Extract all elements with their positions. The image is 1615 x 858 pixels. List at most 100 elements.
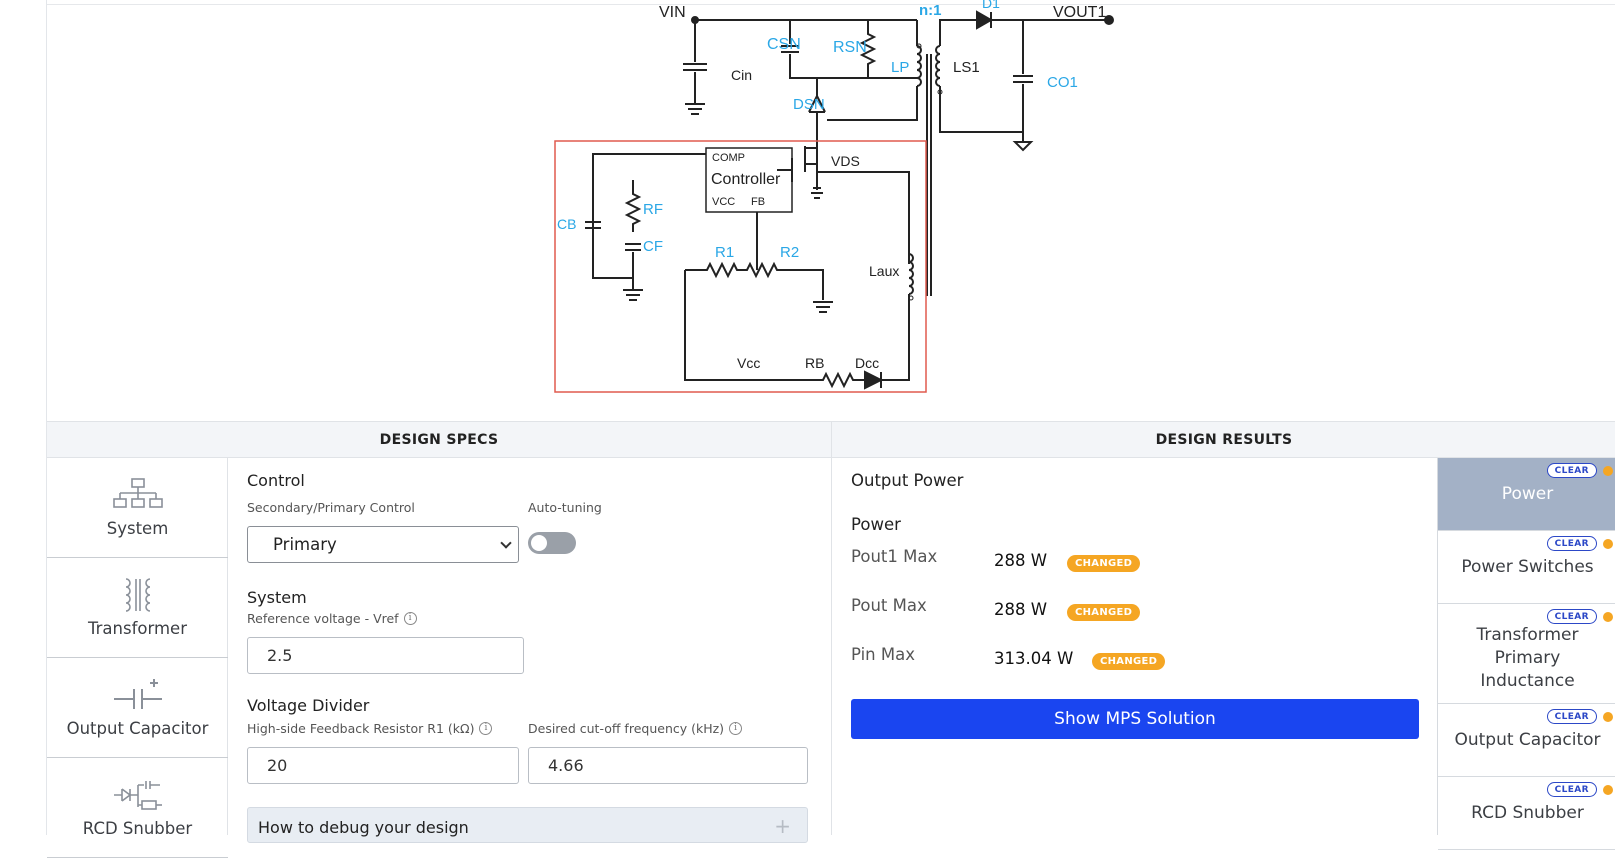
label-r2: R2: [780, 244, 799, 261]
capacitor-icon: [113, 679, 162, 709]
modified-indicator: [1603, 712, 1613, 722]
tab-label: Power: [1501, 484, 1554, 504]
tab-power-switches[interactable]: Power Switches CLEAR: [1438, 531, 1615, 604]
cutoff-frequency-value: 4.66: [548, 756, 584, 775]
autotune-label-text: Auto-tuning: [528, 500, 602, 515]
changed-badge: CHANGED: [1067, 555, 1141, 572]
show-mps-solution-button[interactable]: Show MPS Solution: [851, 699, 1419, 739]
result-label-pout: Pout Max: [851, 596, 927, 615]
tab-label: Power Switches: [1461, 557, 1594, 577]
label-comp: COMP: [712, 152, 745, 164]
nav-item-rcd-snubber[interactable]: RCD Snubber: [47, 758, 228, 858]
label-rsn: RSN: [833, 39, 867, 56]
tab-label: Transformer Primary Inductance: [1476, 625, 1579, 691]
clear-button[interactable]: CLEAR: [1546, 782, 1597, 797]
nav-item-label: System: [106, 519, 169, 538]
label-vcc-pin: VCC: [712, 196, 735, 208]
design-spec-form: Control Secondary/Primary Control Auto-t…: [228, 458, 832, 843]
label-controller: Controller: [711, 171, 781, 188]
result-category-tabs: Power CLEAR Power Switches CLEAR Transfo…: [1437, 458, 1615, 850]
vref-label: Reference voltage - Vref i: [247, 611, 417, 626]
label-turns-ratio: n:1: [919, 2, 942, 19]
design-specs-header: DESIGN SPECS: [47, 421, 832, 458]
modified-indicator: [1603, 612, 1613, 622]
nav-item-system[interactable]: System: [47, 458, 228, 558]
chevron-down-icon: [500, 537, 512, 549]
label-cf: CF: [643, 238, 663, 255]
power-group-title: Power: [851, 515, 901, 534]
clear-button[interactable]: CLEAR: [1546, 609, 1597, 624]
tab-output-capacitor[interactable]: Output Capacitor CLEAR: [1438, 704, 1615, 777]
cutoff-frequency-label-text: Desired cut-off frequency (kHz): [528, 721, 725, 736]
snubber-icon: [113, 781, 162, 810]
cutoff-frequency-input[interactable]: 4.66: [528, 747, 808, 784]
nav-item-label: RCD Snubber: [82, 819, 193, 838]
label-dcc: Dcc: [855, 355, 879, 371]
expand-plus-icon: +: [774, 814, 791, 838]
top-divider: [47, 4, 1615, 5]
result-value-pout: 288 W: [994, 600, 1048, 619]
nav-item-label: Transformer: [87, 619, 187, 638]
tab-rcd-snubber[interactable]: RCD Snubber CLEAR: [1438, 777, 1615, 850]
voltage-divider-section-title: Voltage Divider: [247, 696, 370, 715]
info-icon[interactable]: i: [729, 722, 743, 735]
vref-value: 2.5: [267, 646, 293, 665]
modified-indicator: [1603, 785, 1613, 795]
changed-badge: CHANGED: [1067, 604, 1141, 621]
autotune-toggle[interactable]: [528, 532, 576, 554]
nav-item-transformer[interactable]: Transformer: [47, 558, 228, 658]
spec-category-nav: System Transformer Output Capacitor: [47, 458, 228, 858]
tab-transformer-primary-inductance[interactable]: Transformer Primary Inductance CLEAR: [1438, 604, 1615, 704]
modified-indicator: [1603, 466, 1613, 476]
design-results-header: DESIGN RESULTS: [832, 421, 1615, 458]
circuit-schematic: VIN n:1 D1 VOUT1 CSN RSN Cin LP LS1 CO1 …: [47, 0, 1615, 421]
changed-badge: CHANGED: [1092, 653, 1166, 670]
info-icon[interactable]: i: [479, 722, 493, 735]
tab-label: Output Capacitor: [1454, 730, 1601, 750]
tab-power[interactable]: Power CLEAR: [1438, 458, 1615, 531]
design-tool-frame: VIN n:1 D1 VOUT1 CSN RSN Cin LP LS1 CO1 …: [46, 0, 1615, 858]
vref-input[interactable]: 2.5: [247, 637, 524, 674]
debug-accordion-title: How to debug your design: [258, 818, 469, 837]
label-cin: Cin: [731, 67, 752, 83]
r1-label-text: High-side Feedback Resistor R1 (kΩ): [247, 721, 475, 736]
result-label-pin: Pin Max: [851, 645, 915, 664]
nav-item-label: Output Capacitor: [66, 719, 209, 738]
label-d1: D1: [982, 0, 1000, 11]
clear-button[interactable]: CLEAR: [1546, 463, 1597, 478]
modified-indicator: [1603, 539, 1613, 549]
r1-input[interactable]: 20: [247, 747, 519, 784]
flyback-schematic-svg: VIN n:1 D1 VOUT1 CSN RSN Cin LP LS1 CO1 …: [554, 0, 1114, 393]
label-rf: RF: [643, 201, 663, 218]
label-rb: RB: [805, 355, 824, 371]
label-r1: R1: [715, 244, 734, 261]
debug-accordion[interactable]: How to debug your design +: [247, 807, 808, 843]
result-value-pin: 313.04 W: [994, 649, 1074, 668]
label-vin: VIN: [659, 4, 686, 21]
control-mode-label-text: Secondary/Primary Control: [247, 500, 415, 515]
label-ls1: LS1: [953, 59, 980, 76]
nav-item-output-capacitor[interactable]: Output Capacitor: [47, 658, 228, 758]
label-lp: LP: [891, 59, 909, 76]
tab-label: RCD Snubber: [1471, 803, 1584, 823]
info-icon[interactable]: i: [403, 612, 417, 625]
cutoff-frequency-label: Desired cut-off frequency (kHz) i: [528, 721, 743, 736]
label-laux: Laux: [869, 263, 899, 279]
result-value-pout1: 288 W: [994, 551, 1048, 570]
transformer-icon: [125, 578, 150, 612]
label-csn: CSN: [767, 36, 801, 53]
label-dsn: DSN: [793, 96, 825, 113]
clear-button[interactable]: CLEAR: [1546, 709, 1597, 724]
label-vds: VDS: [831, 153, 860, 169]
hierarchy-icon: [112, 478, 163, 508]
r1-value: 20: [267, 756, 288, 775]
vref-label-text: Reference voltage - Vref: [247, 611, 399, 626]
control-mode-label: Secondary/Primary Control: [247, 500, 415, 515]
control-mode-select[interactable]: Primary: [247, 526, 519, 563]
control-section-title: Control: [247, 471, 305, 490]
clear-button[interactable]: CLEAR: [1546, 536, 1597, 551]
result-label-pout1: Pout1 Max: [851, 547, 938, 566]
results-title: Output Power: [851, 471, 964, 490]
toggle-knob: [531, 535, 547, 551]
design-results-panel: Output Power Power Pout1 Max 288 W CHANG…: [832, 458, 1437, 835]
